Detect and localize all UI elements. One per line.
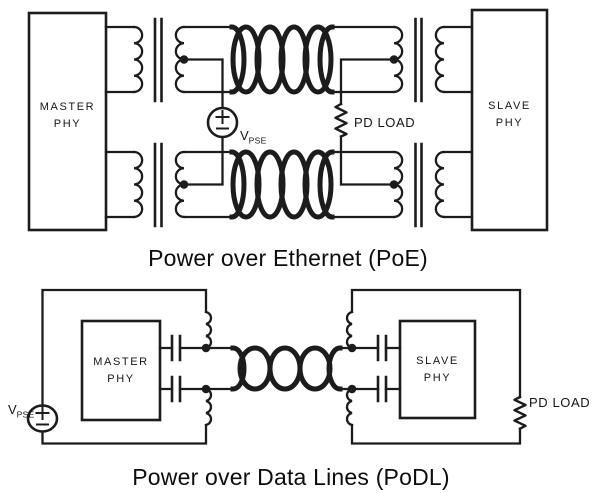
twisted-pair-icon bbox=[229, 24, 335, 95]
center-tap-dot bbox=[179, 55, 189, 64]
podl-diagram bbox=[26, 288, 527, 445]
junction-dots bbox=[201, 343, 357, 394]
poe-vpse-label: VPSE bbox=[240, 113, 267, 146]
transformer-icon bbox=[330, 17, 474, 106]
power-loop-wires bbox=[41, 288, 522, 445]
voltage-source-icon bbox=[206, 106, 239, 139]
twisted-pair-icon bbox=[204, 345, 343, 392]
podl-caption: Power over Data Lines (PoDL) bbox=[132, 464, 450, 490]
podl-slave-phy-label: SLAVE PHY bbox=[416, 355, 459, 384]
poe-caption: Power over Ethernet (PoE) bbox=[148, 245, 428, 271]
inductor-icon bbox=[204, 310, 354, 427]
poe-master-phy-label: MASTER PHY bbox=[39, 101, 96, 130]
vpse-label-sub: PSE bbox=[248, 135, 267, 146]
center-tap-dot bbox=[389, 180, 399, 189]
poe-slave-phy-box bbox=[470, 8, 549, 232]
capacitor-icon bbox=[338, 334, 402, 403]
poe-master-phy-box bbox=[27, 11, 108, 232]
transformer-icon bbox=[104, 17, 234, 110]
poe-pd-load-label: PD LOAD bbox=[354, 115, 416, 130]
poe-slave-phy-label: SLAVE PHY bbox=[488, 100, 531, 129]
transformer-icon bbox=[104, 135, 234, 228]
resistor-icon bbox=[513, 395, 527, 431]
vpse-label-main: V bbox=[8, 402, 17, 417]
center-tap-dot bbox=[179, 180, 189, 189]
podl-vpse-label: VPSE bbox=[8, 387, 35, 420]
podl-slave-phy-box bbox=[398, 319, 477, 420]
podl-pd-load-label: PD LOAD bbox=[529, 395, 591, 410]
podl-master-phy-box bbox=[80, 319, 162, 422]
transformer-icon bbox=[330, 135, 474, 228]
capacitor-icon bbox=[158, 334, 208, 403]
voltage-source-icon bbox=[26, 404, 59, 433]
center-tap-dot bbox=[389, 55, 399, 64]
poe-diagram bbox=[27, 8, 549, 232]
twisted-pair-icon bbox=[229, 149, 335, 220]
vpse-label-main: V bbox=[240, 128, 249, 143]
podl-master-phy-label: MASTER PHY bbox=[93, 356, 149, 385]
resistor-icon bbox=[334, 102, 348, 139]
vpse-label-sub: PSE bbox=[16, 409, 35, 420]
